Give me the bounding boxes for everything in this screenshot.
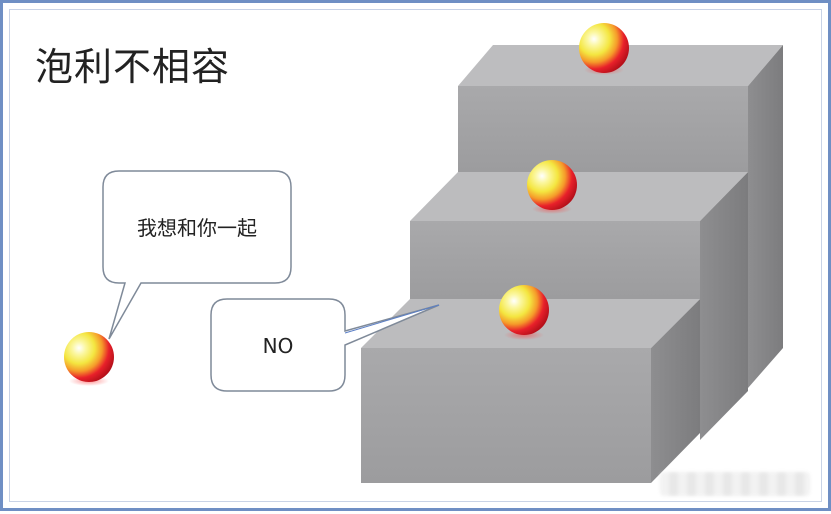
step-bottom-side-face [651, 299, 700, 483]
loose-ball [64, 332, 114, 386]
step-middle-side-face [700, 172, 748, 440]
stair-diagram: 我想和你一起 NO [64, 23, 783, 483]
step-bottom-front-face [361, 348, 651, 483]
stair-step-middle [410, 172, 748, 440]
speech-bubble-reply-text: NO [263, 334, 294, 358]
ball-on-middle-step [527, 160, 577, 214]
ball-on-top-step [579, 23, 629, 75]
speech-bubble-ask-text: 我想和你一起 [137, 216, 257, 240]
slide-title: 泡利不相容 [35, 45, 231, 89]
slide-inner-frame [9, 9, 822, 502]
stair-step-bottom [361, 299, 700, 483]
speech-bubble-ask: 我想和你一起 [102, 170, 292, 340]
step-middle-top-face [410, 172, 748, 221]
speech-bubble-reply: NO [210, 298, 440, 392]
step-middle-front-face [410, 221, 700, 299]
step-top-side-face [748, 45, 783, 388]
reply-pointer-line [344, 304, 440, 334]
watermark [660, 472, 810, 496]
ball-on-bottom-step [499, 285, 549, 340]
step-top-front-face [458, 86, 748, 172]
